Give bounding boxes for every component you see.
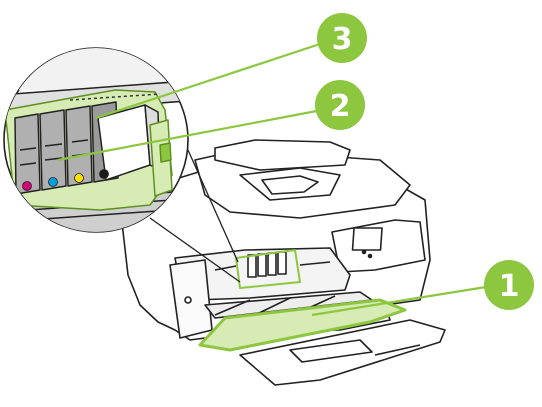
callout-3: 3 bbox=[317, 13, 367, 63]
callout-1: 1 bbox=[484, 260, 534, 310]
callout-2-label: 2 bbox=[330, 89, 351, 124]
display-screen bbox=[353, 228, 383, 250]
callout-1-label: 1 bbox=[499, 269, 520, 304]
callout-2: 2 bbox=[315, 80, 365, 130]
dot-magenta bbox=[23, 182, 32, 191]
dot-yellow bbox=[75, 174, 84, 183]
dot-black bbox=[100, 170, 109, 179]
callout-3-label: 3 bbox=[332, 22, 353, 57]
dot-cyan bbox=[49, 178, 58, 187]
